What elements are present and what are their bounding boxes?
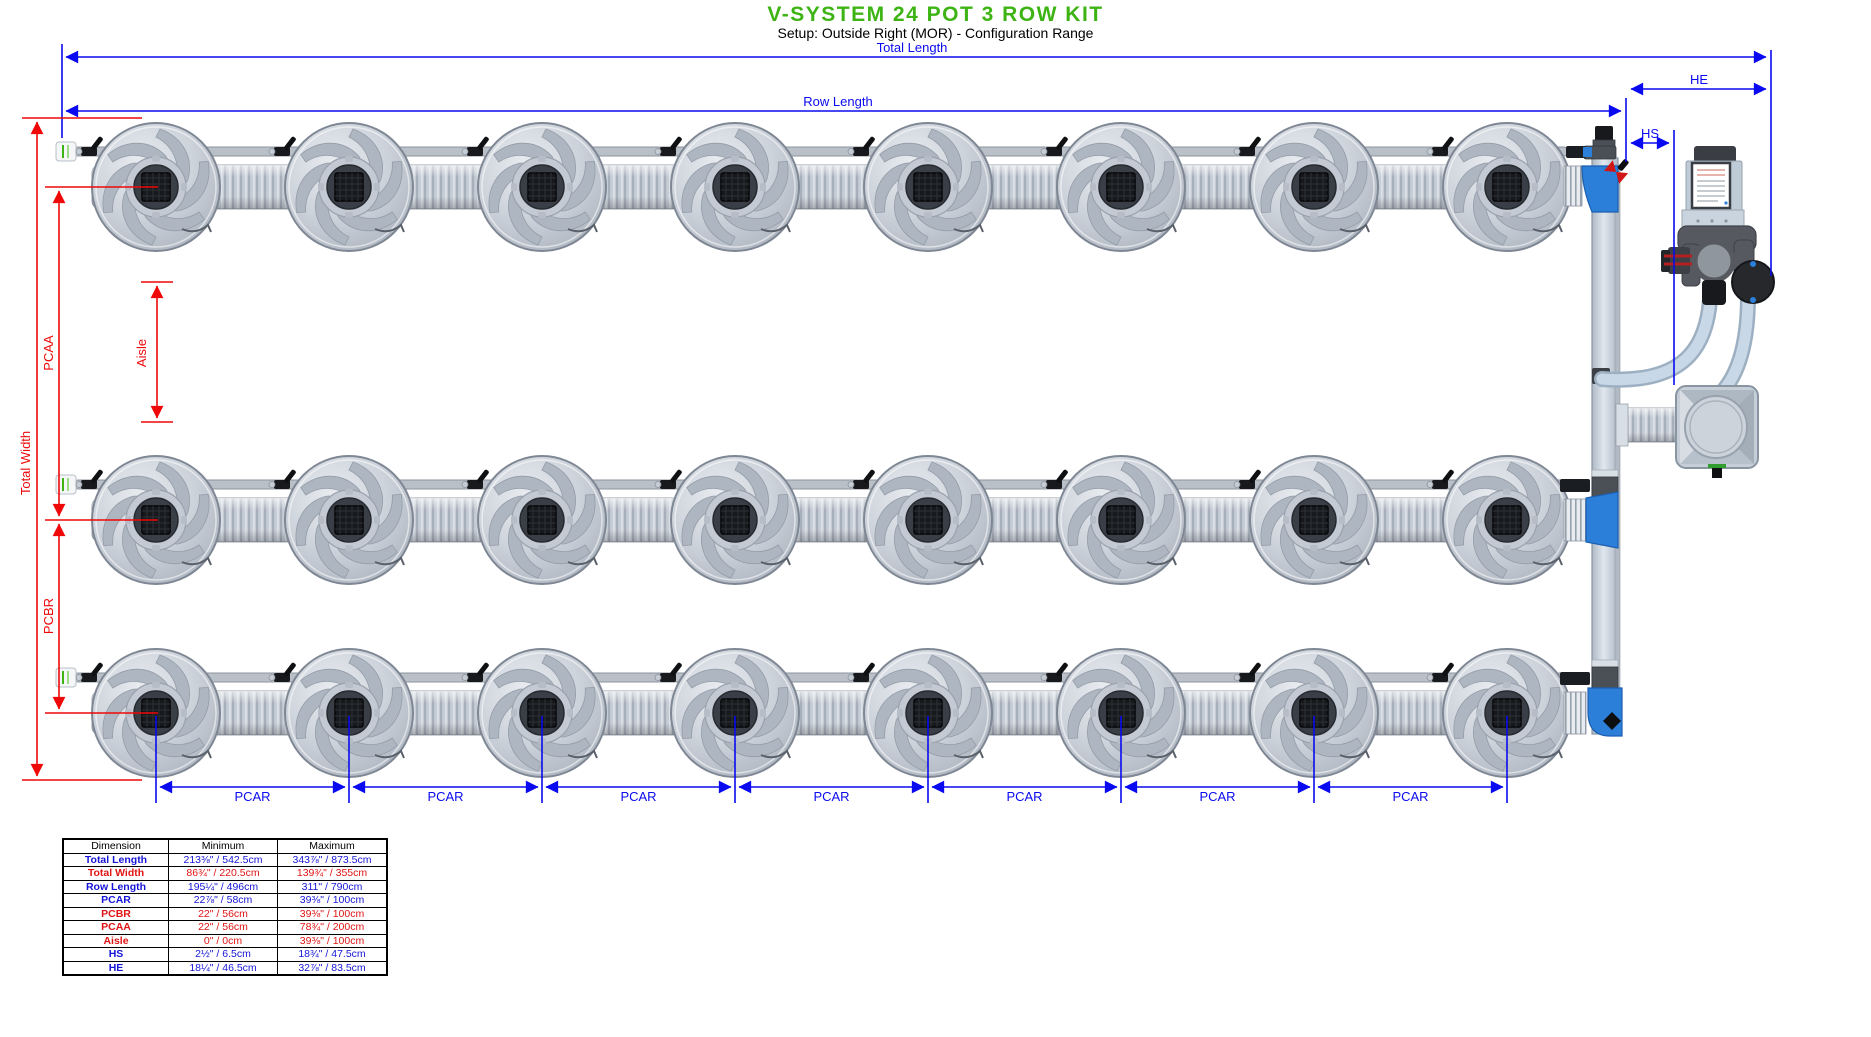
cell-max: 18¾" / 47.5cm	[277, 947, 388, 962]
pcar-label: PCAR	[813, 789, 849, 804]
header-dimension: Dimension	[62, 838, 169, 854]
cell-name: PCAR	[62, 893, 169, 908]
pcar-label: PCAR	[1392, 789, 1428, 804]
pot-row	[55, 122, 1575, 252]
page-subtitle: Setup: Outside Right (MOR) - Configurati…	[777, 25, 1094, 41]
pcbr-label: PCBR	[41, 598, 56, 634]
cell-name: HE	[62, 960, 169, 976]
pcaa-label: PCAA	[41, 335, 56, 371]
cell-max: 139¾" / 355cm	[277, 866, 388, 881]
pot	[1053, 122, 1189, 252]
cell-name: PCAA	[62, 920, 169, 935]
pcar-label: PCAR	[620, 789, 656, 804]
pump-equipment	[1594, 146, 1775, 478]
dimension-annotations: PCAR PCAR PCAR PCAR PCAR PCAR PCAR Total Lengt…	[18, 40, 1772, 804]
cell-name: Row Length	[62, 879, 169, 894]
row-length-label: Row Length	[803, 94, 872, 109]
cell-max: 39⅜" / 100cm	[277, 893, 388, 908]
total-width-label: Total Width	[18, 431, 33, 495]
pot	[281, 455, 417, 585]
pot	[1053, 455, 1189, 585]
pot	[860, 455, 996, 585]
cell-name: Total Width	[62, 866, 169, 881]
return-manifold	[1560, 126, 1679, 737]
cell-max: 39⅜" / 100cm	[277, 906, 388, 921]
pcar-label: PCAR	[1199, 789, 1235, 804]
cell-name: PCBR	[62, 906, 169, 921]
row-end-cap	[55, 141, 77, 162]
page-title: V-SYSTEM 24 POT 3 ROW KIT	[767, 3, 1104, 26]
pcar-label: PCAR	[1006, 789, 1042, 804]
cell-max: 32⅞" / 83.5cm	[277, 960, 388, 976]
pot	[860, 122, 996, 252]
cell-name: Aisle	[62, 933, 169, 948]
pot	[1439, 122, 1575, 252]
drain-valve	[1603, 159, 1629, 184]
manifold-pipe	[1591, 157, 1619, 735]
pot-rows	[55, 122, 1575, 778]
cell-min: 18¼" / 46.5cm	[168, 960, 278, 976]
cell-min: 2½" / 6.5cm	[168, 947, 278, 962]
tank-spout	[1712, 466, 1722, 478]
cell-max: 39⅜" / 100cm	[277, 933, 388, 948]
pot	[1246, 122, 1382, 252]
reservoir-tank	[1675, 385, 1759, 478]
pot	[281, 122, 417, 252]
header-maximum: Maximum	[277, 838, 388, 854]
cell-max: 78¾" / 200cm	[277, 920, 388, 935]
pcar-label: PCAR	[427, 789, 463, 804]
pot	[1439, 455, 1575, 585]
pot	[474, 455, 610, 585]
cell-min: 22⅞" / 58cm	[168, 893, 278, 908]
cell-min: 213⅜" / 542.5cm	[168, 852, 278, 867]
pot	[1246, 455, 1382, 585]
cell-name: HS	[62, 947, 169, 962]
hs-label: HS	[1641, 126, 1659, 141]
pot	[667, 455, 803, 585]
filter-housing	[1731, 260, 1775, 304]
cell-max: 343⅞" / 873.5cm	[277, 852, 388, 867]
cell-max: 311" / 790cm	[277, 879, 388, 894]
cell-min: 195¼" / 496cm	[168, 879, 278, 894]
pot	[667, 122, 803, 252]
he-label: HE	[1690, 72, 1708, 87]
cell-min: 22" / 56cm	[168, 906, 278, 921]
cell-min: 22" / 56cm	[168, 920, 278, 935]
pot	[474, 122, 610, 252]
aisle-label: Aisle	[134, 339, 149, 367]
cell-min: 86¾" / 220.5cm	[168, 866, 278, 881]
pot-row	[55, 648, 1575, 778]
pump-unit	[1661, 225, 1775, 305]
header-minimum: Minimum	[168, 838, 278, 854]
controller-unit	[1681, 146, 1745, 229]
pump-head	[1692, 239, 1736, 283]
pcar-dimensions: PCAR PCAR PCAR PCAR PCAR PCAR PCAR	[155, 716, 1508, 804]
cell-min: 0" / 0cm	[168, 933, 278, 948]
pot-row	[55, 455, 1575, 585]
total-length-label: Total Length	[877, 40, 948, 55]
pcar-label: PCAR	[234, 789, 270, 804]
return-tube	[1596, 294, 1716, 386]
cell-name: Total Length	[62, 852, 169, 867]
table-header-row: Dimension Minimum Maximum	[62, 838, 388, 854]
